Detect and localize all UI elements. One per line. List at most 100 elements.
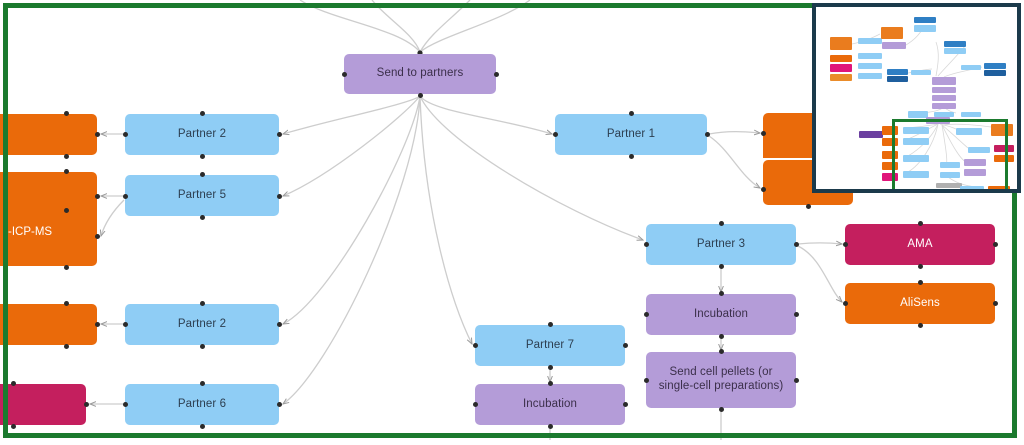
minimap-tile [984,70,1006,76]
minimap-tile [932,95,956,101]
anchor-dot [793,241,799,247]
minimap-tile [882,151,898,159]
anchor-dot [276,321,282,327]
anchor-dot [917,322,923,328]
minimap-tile [914,25,936,32]
anchor-dot [417,92,423,98]
minimap-tile [882,173,898,181]
anchor-dot [94,193,100,199]
minimap-tile [960,186,984,189]
node-partner-7[interactable]: Partner 7 [475,325,625,366]
minimap-tile [882,126,898,135]
anchor-dot [760,186,766,192]
anchor-dot [199,214,205,220]
node-partner-1[interactable]: Partner 1 [555,114,707,155]
node-label: Partner 1 [606,127,656,140]
anchor-dot [63,300,69,306]
node-partner-5[interactable]: Partner 5 [125,175,279,216]
anchor-dot [94,131,100,137]
anchor-dot [718,406,724,412]
anchor-dot [718,290,724,296]
node-label: Partner 3 [696,237,746,250]
anchor-dot [842,241,848,247]
minimap-tile [984,63,1006,69]
anchor-dot [643,241,649,247]
minimap-viewport-rect[interactable] [892,119,1008,189]
anchor-dot [547,423,553,429]
node-assay-ama-icpms[interactable]: AMA [0,172,97,266]
anchor-dot [122,131,128,137]
node-label: Incubation [522,397,578,410]
minimap-tile [911,70,931,75]
node-send-cell-pellets[interactable]: Send cell pellets (or single-cell prepar… [646,352,796,408]
minimap-tile [903,171,929,178]
node-label-icpms: -ICP-MS [8,226,53,238]
node-assay-otox[interactable]: otox [0,384,86,425]
anchor-dot [63,168,69,174]
node-send-to-partners[interactable]: Send to partners [344,54,496,94]
node-incubation-partner-3[interactable]: Incubation [646,294,796,335]
anchor-dot [917,263,923,269]
anchor-dot [276,193,282,199]
node-partner-2-lower[interactable]: Partner 2 [125,304,279,345]
minimap-tile [830,55,852,62]
minimap-tile [830,37,852,50]
anchor-dot [63,153,69,159]
anchor-dot [643,377,649,383]
minimap-tile [988,186,1010,189]
node-label: Incubation [693,307,749,320]
node-assay-ama-lower[interactable]: AMA [0,304,97,345]
anchor-dot [917,279,923,285]
anchor-dot [199,380,205,386]
minimap-tile [932,103,956,109]
minimap-tile [936,183,962,188]
anchor-dot [122,193,128,199]
minimap-tile [994,155,1014,162]
minimap-tile [858,53,882,59]
node-label: Send cell pellets (or single-cell prepar… [658,366,784,392]
minimap-tile [882,162,898,170]
anchor-dot [805,203,811,209]
minimap-tile [859,131,883,138]
anchor-dot [547,364,553,370]
anchor-dot [63,264,69,270]
minimap-tile [903,155,929,162]
node-partner-6[interactable]: Partner 6 [125,384,279,425]
anchor-dot [842,300,848,306]
node-assay-alisens[interactable]: AliSens [845,283,995,324]
node-partner-3[interactable]: Partner 3 [646,224,796,265]
minimap-tile [940,172,960,178]
minimap-tile [908,111,928,118]
minimap-tile [944,48,966,54]
node-assay-ama-right[interactable]: AMA [845,224,995,265]
node-assay-tem[interactable]: TEM [0,114,97,155]
anchor-dot [793,377,799,383]
anchor-dot [122,401,128,407]
anchor-dot [63,343,69,349]
minimap-tile [994,145,1014,152]
minimap-tile [882,42,906,49]
anchor-dot [199,343,205,349]
anchor-dot [622,342,628,348]
anchor-dot [552,131,558,137]
node-label: Partner 5 [177,188,227,201]
anchor-dot [628,110,634,116]
minimap-tile [903,138,929,145]
anchor-dot [493,71,499,77]
anchor-dot [199,110,205,116]
anchor-dot [718,220,724,226]
minimap-tile [932,87,956,93]
anchor-dot [760,130,766,136]
node-label: Partner 2 [177,127,227,140]
anchor-dot [992,300,998,306]
anchor-dot [718,333,724,339]
minimap-panel[interactable] [812,3,1021,193]
minimap-tile [887,76,908,82]
node-incubation-partner-7[interactable]: Incubation [475,384,625,425]
node-partner-2-top[interactable]: Partner 2 [125,114,279,155]
anchor-dot [718,263,724,269]
anchor-dot [472,401,478,407]
anchor-dot [83,401,89,407]
minimap-tile [830,74,852,81]
